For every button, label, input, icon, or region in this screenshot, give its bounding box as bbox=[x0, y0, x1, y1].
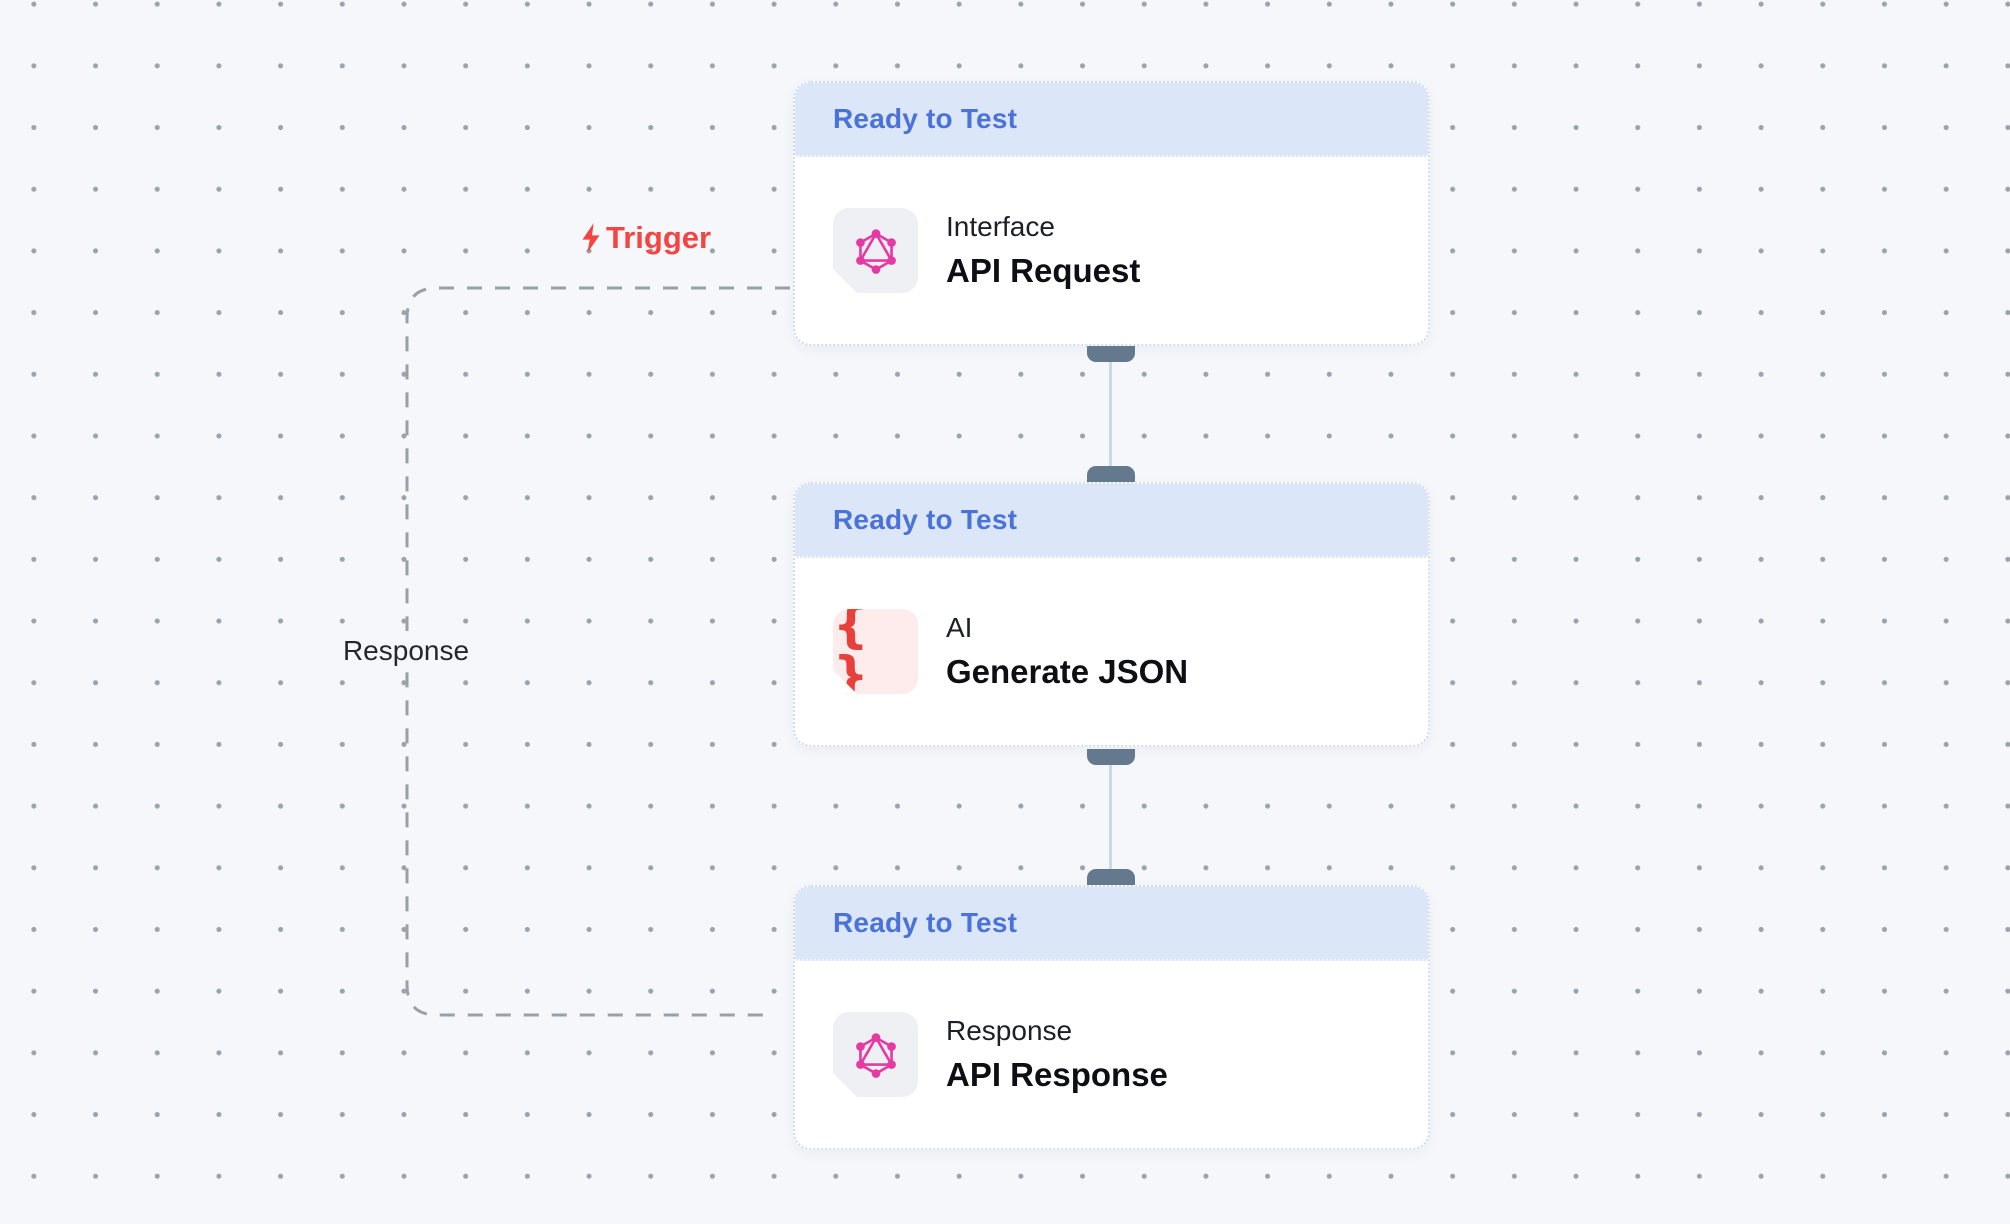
braces-glyph: { } bbox=[833, 609, 871, 694]
response-edge-label: Response bbox=[328, 631, 484, 671]
trigger-label: Trigger bbox=[578, 220, 711, 256]
json-braces-icon: { } bbox=[833, 609, 918, 694]
trigger-label-text: Trigger bbox=[606, 220, 712, 255]
lightning-bolt-icon bbox=[582, 223, 600, 253]
node-status-header: Ready to Test bbox=[795, 484, 1428, 558]
node-api-request[interactable]: Ready to Test Interface AP bbox=[793, 81, 1430, 346]
edge-request-to-json bbox=[1109, 346, 1112, 482]
node-text: AI Generate JSON bbox=[946, 611, 1189, 690]
node-generate-json[interactable]: Ready to Test { } AI Generate JSON bbox=[793, 482, 1430, 747]
node-status-header: Ready to Test bbox=[795, 887, 1428, 961]
input-handle-api-response[interactable] bbox=[1087, 869, 1135, 885]
node-body: Response API Response bbox=[795, 961, 1428, 1148]
output-handle-generate-json[interactable] bbox=[1087, 749, 1135, 765]
node-text: Interface API Request bbox=[946, 210, 1141, 289]
node-title: API Request bbox=[946, 251, 1141, 289]
node-status-header: Ready to Test bbox=[795, 83, 1428, 157]
node-text: Response API Response bbox=[946, 1014, 1168, 1093]
node-category: Response bbox=[946, 1014, 1073, 1046]
node-title: API Response bbox=[946, 1055, 1168, 1093]
node-category: AI bbox=[946, 611, 973, 643]
status-badge: Ready to Test bbox=[833, 907, 1018, 938]
status-badge: Ready to Test bbox=[833, 504, 1018, 535]
node-body: { } AI Generate JSON bbox=[795, 558, 1428, 745]
graphql-icon bbox=[833, 1012, 918, 1097]
node-category: Interface bbox=[946, 210, 1055, 242]
edge-json-to-response bbox=[1109, 749, 1112, 885]
node-body: Interface API Request bbox=[795, 157, 1428, 344]
node-api-response[interactable]: Ready to Test Response API bbox=[793, 885, 1430, 1150]
node-title: Generate JSON bbox=[946, 652, 1189, 690]
graphql-icon bbox=[833, 208, 918, 293]
output-handle-api-request[interactable] bbox=[1087, 346, 1135, 362]
input-handle-generate-json[interactable] bbox=[1087, 466, 1135, 482]
status-badge: Ready to Test bbox=[833, 103, 1018, 134]
